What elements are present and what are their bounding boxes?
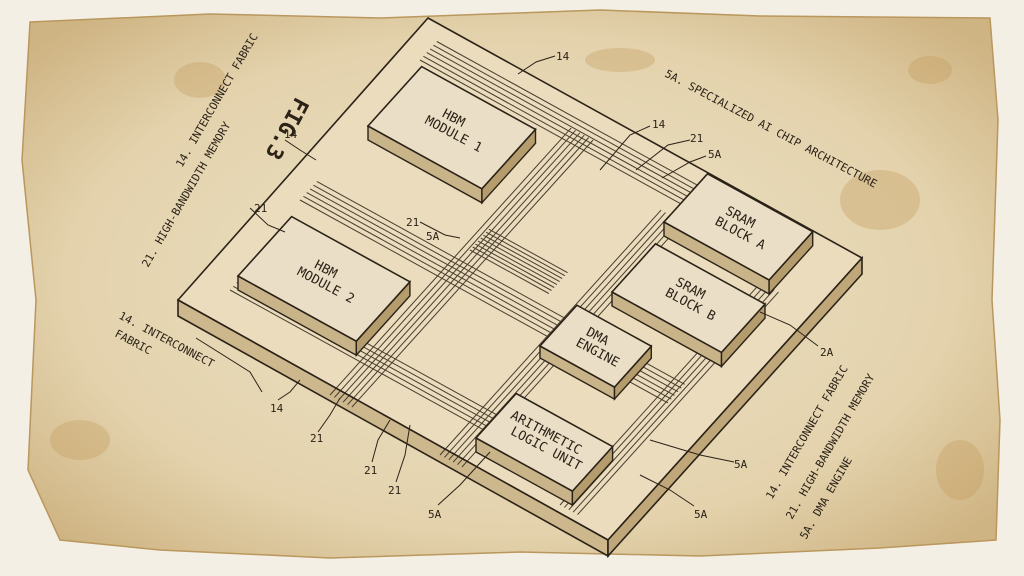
leader-lines	[195, 55, 819, 507]
ref-5a-lower-right-1: 5A	[734, 458, 748, 471]
trace-hub	[485, 231, 566, 277]
trace-bus-top	[419, 59, 719, 225]
block-top	[474, 392, 614, 493]
block-top	[662, 172, 814, 282]
trace-hub	[483, 234, 563, 280]
trace-hub	[488, 228, 568, 274]
trace-hub	[475, 243, 555, 288]
ref-21-mid: 21	[406, 216, 419, 229]
ref-5a-right: 5A	[708, 148, 722, 161]
ref-21-left: 21	[254, 202, 267, 215]
trace-hub	[477, 240, 558, 286]
trace-bus-top	[429, 48, 729, 214]
block-top	[538, 304, 653, 389]
ref-14-left: 14	[284, 128, 298, 141]
ref-21-bottom-3: 21	[388, 484, 401, 497]
trace-bus-cross-left	[338, 132, 581, 401]
ref-5a-bottom: 5A	[428, 508, 442, 521]
board-side-right	[607, 255, 863, 559]
trace-bus-cross-left	[351, 139, 594, 408]
ref-2a: 2A	[820, 346, 834, 359]
ref-21-bottom-1: 21	[310, 432, 323, 445]
trace-hub	[472, 246, 552, 291]
ref-21-right: 21	[690, 132, 703, 145]
ref-5a-mid: 5A	[426, 230, 440, 243]
trace-bus-cross-left	[334, 129, 576, 398]
trace-bus-cross-center	[439, 209, 662, 456]
trace-bus-top	[436, 41, 735, 207]
trace-hub	[480, 237, 560, 283]
trace-bus-top	[423, 55, 722, 221]
trace-bus-cross-left	[342, 134, 585, 403]
trace-bus-cross-left	[347, 137, 590, 406]
ref-14-top: 14	[556, 50, 570, 63]
trace-bus-top	[433, 44, 732, 210]
paper-stains	[50, 48, 984, 500]
ref-14-bottom: 14	[270, 402, 284, 415]
ref-21-bottom-2: 21	[364, 464, 377, 477]
trace-hub	[469, 249, 550, 294]
ref-14-right: 14	[652, 118, 666, 131]
ref-5a-lower-right-2: 5A	[694, 508, 708, 521]
block-top	[610, 242, 767, 354]
trace-bus-top	[426, 52, 725, 218]
block-top	[236, 215, 412, 343]
block-top	[366, 65, 537, 190]
reference-numerals: 14 14 21 21 5A 14 21 5A 2A 14 21 21 21 5…	[254, 50, 834, 521]
trace-bus-cross-left	[329, 127, 572, 396]
chip-board	[176, 16, 864, 559]
